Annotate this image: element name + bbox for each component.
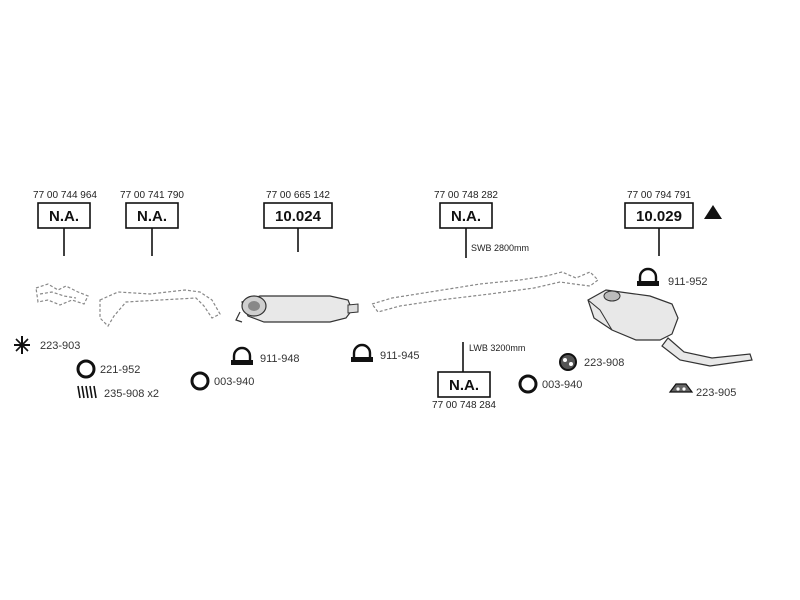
intermediate-pipe-drawing — [99, 289, 221, 327]
part-code-box — [263, 202, 333, 229]
accessory-code: 911-948 — [260, 353, 300, 365]
part-code: N.A. — [449, 377, 479, 394]
accessory-code: 911-952 — [668, 276, 708, 288]
spring-icon — [77, 385, 97, 399]
accessory-0[interactable]: 223-903 — [14, 336, 80, 354]
accessory-code: 235-908 x2 — [104, 388, 159, 400]
accessory-code: 223-905 — [696, 387, 736, 399]
accessory-9[interactable]: 223-905 — [668, 383, 736, 399]
part-oem-number: 77 00 748 284 — [432, 400, 496, 411]
accessory-code: 223-908 — [584, 357, 624, 369]
front-pipe-drawing — [35, 283, 89, 306]
part-oem-number: 77 00 794 791 — [627, 190, 691, 201]
accessory-1[interactable]: 221-952 — [76, 359, 140, 379]
rubber-mount-icon — [559, 353, 577, 371]
part-code-box — [624, 202, 694, 229]
accessory-code: 221-952 — [100, 364, 140, 376]
clamp-icon — [231, 346, 253, 365]
part-length-note: LWB 3200mm — [469, 343, 525, 353]
part-code: 10.029 — [636, 208, 682, 225]
clamp-icon — [351, 343, 373, 362]
part-code-box — [125, 202, 179, 229]
accessory-4[interactable]: 003-940 — [190, 371, 254, 391]
accessory-code: 003-940 — [214, 376, 254, 388]
part-length-note: SWB 2800mm — [471, 243, 529, 253]
accessory-7[interactable]: 911-952 — [637, 267, 708, 288]
part-callout-5[interactable]: LWB 3200mm N.A. 77 00 748 284 — [432, 342, 525, 411]
accessory-5[interactable]: 911-945 — [351, 343, 420, 362]
accessory-3[interactable]: 911-948 — [231, 346, 300, 365]
rubber-strap-icon — [668, 383, 694, 393]
ring-gasket-icon — [76, 359, 96, 379]
part-oem-number: 77 00 665 142 — [266, 190, 330, 201]
accessory-code: 223-903 — [40, 340, 80, 352]
accessory-8[interactable]: 223-908 — [559, 353, 624, 371]
middle-silencer-drawing — [235, 295, 359, 323]
part-callout-1[interactable]: 77 00 741 790 N.A. — [120, 190, 184, 256]
part-oem-number: 77 00 748 282 — [434, 190, 498, 201]
part-code: 10.024 — [275, 208, 322, 225]
part-code: N.A. — [49, 208, 79, 225]
part-callout-2[interactable]: 77 00 665 142 10.024 — [263, 190, 333, 252]
part-code: N.A. — [137, 208, 167, 225]
warning-triangle-icon — [704, 205, 722, 219]
part-callout-0[interactable]: 77 00 744 964 N.A. — [33, 190, 97, 256]
accessory-code: 003-940 — [542, 379, 582, 391]
part-callout-3[interactable]: 77 00 748 282 N.A. SWB 2800mm — [434, 190, 529, 258]
part-code-box — [437, 371, 491, 398]
ring-gasket-icon — [518, 374, 538, 394]
accessory-6[interactable]: 003-940 — [518, 374, 582, 394]
hanger-icon — [14, 336, 30, 354]
part-callout-4[interactable]: 77 00 794 791 10.029 — [624, 190, 722, 256]
rear-silencer-drawing — [587, 289, 753, 367]
ring-gasket-icon — [190, 371, 210, 391]
clamp-icon — [637, 267, 659, 286]
part-code: N.A. — [451, 208, 481, 225]
part-oem-number: 77 00 744 964 — [33, 190, 97, 201]
long-pipe-drawing — [371, 271, 599, 313]
part-oem-number: 77 00 741 790 — [120, 190, 184, 201]
accessory-2[interactable]: 235-908 x2 — [77, 385, 159, 400]
accessory-code: 911-945 — [380, 350, 420, 362]
